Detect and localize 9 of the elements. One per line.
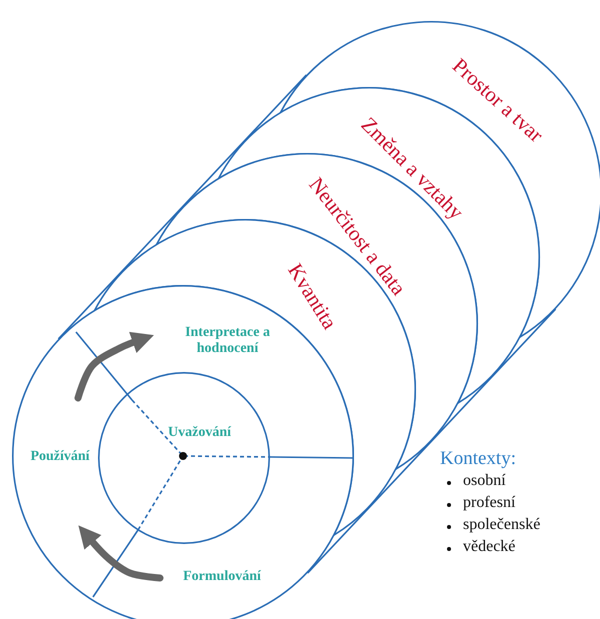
list-item: vědecké: [463, 538, 516, 556]
list-item: osobní: [463, 472, 506, 490]
process-label: Používání: [29, 449, 91, 465]
process-label: Uvažování: [168, 425, 231, 440]
list-item: profesní: [463, 494, 516, 512]
process-label: Interpretace a hodnocení: [184, 325, 271, 357]
list-item: společenské: [463, 516, 540, 534]
process-label: Formulování: [182, 569, 262, 585]
list-heading: Kontexty:: [440, 448, 516, 470]
